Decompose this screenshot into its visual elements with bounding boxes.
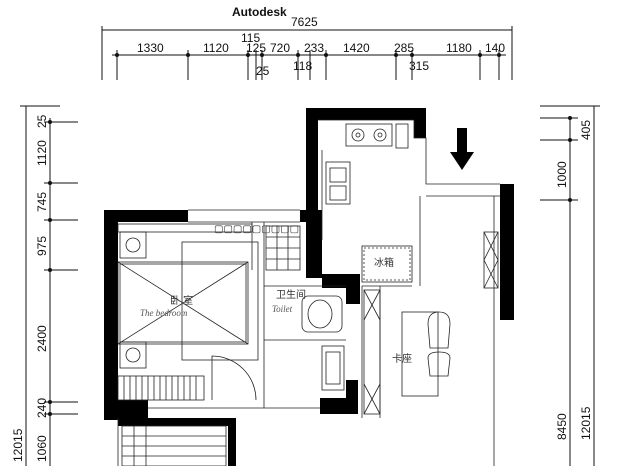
left-dim-975: 975 bbox=[35, 236, 49, 256]
left-dim-25: 25 bbox=[35, 114, 49, 128]
walls bbox=[104, 108, 514, 466]
stove bbox=[345, 123, 409, 149]
wardrobe bbox=[117, 375, 205, 401]
left-dimension-lines bbox=[20, 105, 78, 466]
dim-285: 285 bbox=[394, 41, 414, 55]
bedroom-english-label: The bedroom bbox=[140, 308, 188, 318]
shower-tiles bbox=[265, 225, 301, 271]
fridge bbox=[361, 245, 413, 283]
dim-118: 118 bbox=[293, 59, 312, 73]
left-dim-2400: 2400 bbox=[35, 325, 49, 352]
dim-25: 25 bbox=[256, 64, 270, 78]
bathroom-basin bbox=[321, 345, 345, 391]
dim-315: 315 bbox=[409, 59, 429, 73]
bedroom-label: 卧 室 bbox=[170, 294, 193, 307]
total-width-dim: 7625 bbox=[291, 15, 318, 29]
bed bbox=[117, 231, 259, 369]
right-dimension-lines bbox=[540, 105, 600, 466]
kitchen-sink bbox=[321, 150, 351, 240]
stairs bbox=[121, 425, 227, 466]
right-total-dim: 12015 bbox=[579, 406, 593, 440]
dim-233: 233 bbox=[304, 41, 324, 55]
curtain-top bbox=[117, 223, 253, 233]
toilet bbox=[301, 295, 343, 333]
bathroom-label: 卫生间 bbox=[276, 288, 306, 301]
left-dim-240: 240 bbox=[35, 398, 49, 418]
entrance-arrow-icon bbox=[450, 128, 474, 170]
dim-1420: 1420 bbox=[343, 41, 370, 55]
stools bbox=[427, 311, 451, 377]
fridge-label: 冰箱 bbox=[374, 256, 394, 269]
dim-125: 125 bbox=[246, 41, 266, 55]
dining-booth bbox=[363, 289, 439, 415]
right-dim-8450: 8450 bbox=[555, 413, 569, 440]
right-window bbox=[483, 231, 499, 289]
bedroom-door bbox=[211, 355, 257, 401]
dim-720: 720 bbox=[270, 41, 290, 55]
left-dim-745: 745 bbox=[35, 192, 49, 212]
dim-115: 115 bbox=[241, 31, 260, 45]
dim-1120: 1120 bbox=[203, 41, 229, 55]
top-dimension-lines bbox=[101, 26, 513, 80]
left-total-dim: 12015 bbox=[11, 428, 25, 462]
right-dim-1000: 1000 bbox=[555, 161, 569, 188]
dim-140: 140 bbox=[485, 41, 505, 55]
left-dim-1060: 1060 bbox=[35, 435, 49, 462]
title-text: Autodesk bbox=[232, 5, 287, 19]
booth-label: 卡座 bbox=[392, 352, 412, 365]
right-dim-405: 405 bbox=[579, 120, 593, 140]
bathroom-english-label: Toilet bbox=[272, 304, 293, 314]
left-dim-1120: 1120 bbox=[35, 140, 49, 166]
dim-1180: 1180 bbox=[446, 41, 472, 55]
curtain-hatch: ▢▢▢▢▢▢▢▢▢ bbox=[214, 224, 299, 235]
dim-1330: 1330 bbox=[137, 41, 164, 55]
